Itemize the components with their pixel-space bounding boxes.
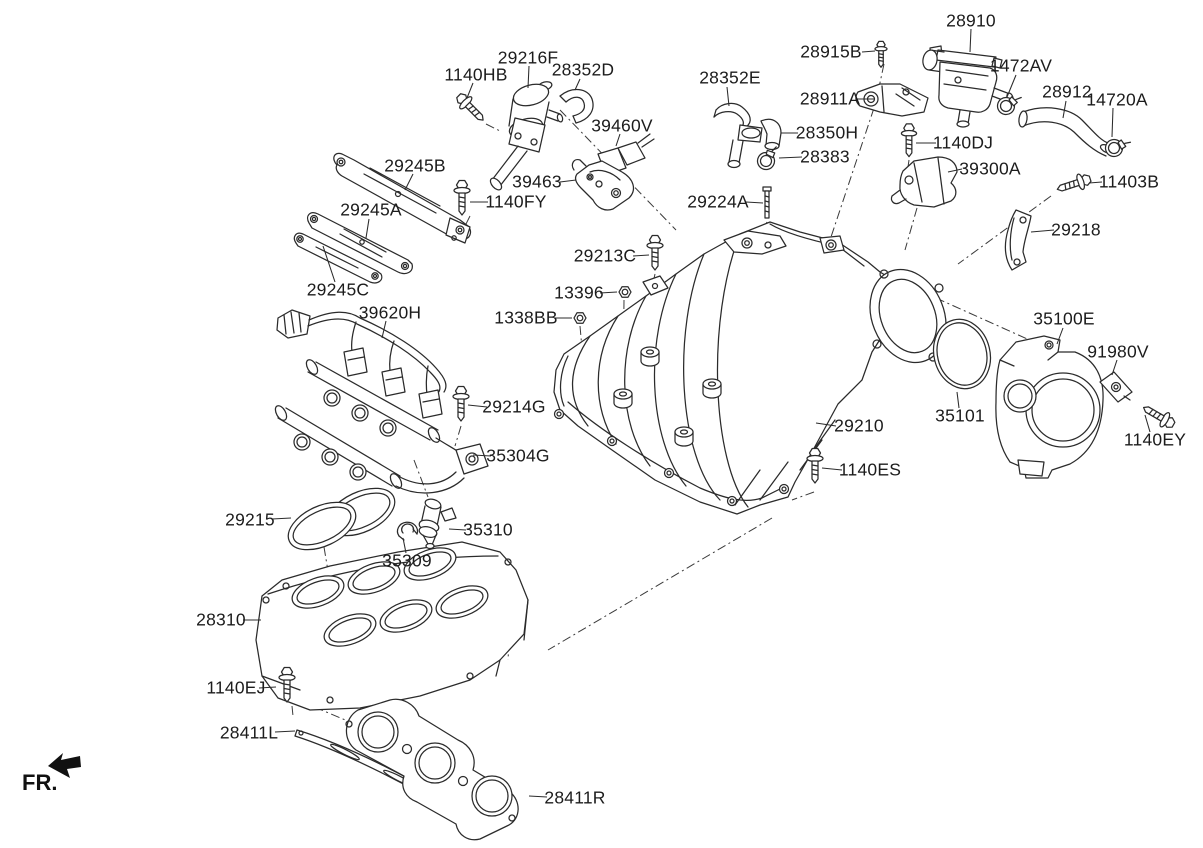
- part-label-28350H: 28350H: [795, 122, 859, 143]
- part-drawing-28911A-bracket: [856, 84, 928, 116]
- part-label-1140EJ: 1140EJ: [206, 677, 266, 698]
- part-label-29216F: 29216F: [497, 47, 559, 68]
- manifold-throttle-flange: [857, 258, 960, 374]
- part-drawing-28352D-hose: [560, 90, 593, 123]
- part-label-29245A: 29245A: [340, 199, 402, 220]
- part-drawing-35309-clip: [397, 522, 417, 540]
- part-drawing-28912-hose: [1018, 108, 1115, 156]
- part-drawing-1140FY-bolt: [453, 179, 471, 216]
- part-drawing-28910-purge-valve: [921, 46, 1014, 127]
- part-drawing-39463-bracket: [572, 160, 633, 210]
- part-drawing-28383-clamp: [754, 146, 782, 173]
- part-label-29245C: 29245C: [306, 279, 370, 300]
- part-drawing-1338BB-nut: [573, 312, 587, 324]
- part-label-28352E: 28352E: [699, 67, 761, 88]
- manifold-flange-bolt-holes: [555, 410, 789, 506]
- part-label-1140FY: 1140FY: [485, 191, 547, 212]
- part-label-13396: 13396: [554, 282, 604, 303]
- part-label-1140HB: 1140HB: [444, 64, 508, 85]
- part-drawing-35310-injector: [418, 498, 456, 549]
- part-label-28352D: 28352D: [551, 59, 615, 80]
- part-drawing-39300A-cover: [891, 157, 957, 207]
- front-direction-arrow-icon: [48, 753, 81, 778]
- part-drawing-35101-oring: [926, 313, 997, 394]
- part-drawing-1140HB-bolt: [452, 89, 490, 127]
- part-drawing-28352E-hose: [714, 103, 762, 167]
- part-label-35304G: 35304G: [486, 445, 550, 466]
- part-drawing-29245C-strap: [294, 233, 381, 283]
- part-label-39620H: 39620H: [358, 302, 422, 323]
- part-label-1140ES: 1140ES: [838, 459, 902, 480]
- part-drawing-fuel-rails: [273, 358, 488, 493]
- leader-lines: [243, 29, 1150, 797]
- part-label-29215: 29215: [225, 509, 275, 530]
- part-label-11403B: 11403B: [1098, 171, 1160, 192]
- part-drawing-28915B-bolt: [874, 40, 888, 68]
- part-label-28310: 28310: [196, 609, 246, 630]
- part-drawing-1140ES-bolt: [806, 447, 824, 484]
- part-drawing-29215-gaskets: [281, 479, 402, 560]
- part-drawing-29210-intake-manifold: [554, 222, 959, 514]
- part-label-28915B: 28915B: [800, 41, 862, 62]
- part-label-28411R: 28411R: [544, 787, 606, 808]
- part-label-1472AV: 1472AV: [989, 55, 1053, 76]
- part-drawing-29216F-valve: [488, 80, 563, 192]
- part-drawing-29213C-bolt: [646, 234, 664, 271]
- part-label-29213C: 29213C: [573, 245, 637, 266]
- part-drawing-35100E-throttle-body: [996, 336, 1103, 478]
- part-label-39460V: 39460V: [591, 115, 653, 136]
- part-label-39300A: 39300A: [959, 158, 1021, 179]
- part-drawing-29218-bracket: [1005, 210, 1031, 270]
- part-drawing-13396-nut: [618, 286, 632, 298]
- part-drawing-29245B-strap: [334, 153, 471, 243]
- part-label-1140DJ: 1140DJ: [932, 132, 994, 153]
- part-drawing-1140DJ-bolt: [900, 123, 918, 158]
- part-drawing-91980V-sensor: [1100, 372, 1132, 402]
- manifold-bosses: [614, 347, 721, 446]
- part-label-39463: 39463: [512, 171, 562, 192]
- front-marker-label: FR.: [22, 770, 58, 795]
- part-drawing-28411R-gasket: [346, 699, 518, 839]
- part-label-29210: 29210: [834, 415, 884, 436]
- part-drawing-28350H-elbow: [761, 119, 781, 149]
- part-drawing-29245A-strap: [308, 213, 413, 274]
- part-drawing-11403B-bolt: [1054, 170, 1094, 198]
- part-label-28411L: 28411L: [219, 722, 279, 743]
- part-label-28912: 28912: [1042, 81, 1092, 102]
- part-label-91980V: 91980V: [1087, 341, 1149, 362]
- part-label-29218: 29218: [1051, 219, 1101, 240]
- part-label-28910: 28910: [946, 10, 996, 31]
- part-drawing-14720A-clamp: [1102, 134, 1132, 162]
- part-label-14720A: 14720A: [1086, 89, 1148, 110]
- part-label-35309: 35309: [382, 550, 432, 571]
- part-drawing-29214G-bolt: [452, 385, 470, 422]
- part-drawing-39620H-harness: [277, 310, 446, 418]
- part-label-1338BB: 1338BB: [494, 307, 558, 328]
- part-label-1140EY: 1140EY: [1123, 429, 1187, 450]
- part-label-35310: 35310: [463, 519, 513, 540]
- lower-manifold-ports: [288, 542, 492, 653]
- part-label-28383: 28383: [800, 146, 850, 167]
- part-label-28911A: 28911A: [799, 88, 861, 109]
- part-label-29245B: 29245B: [384, 155, 446, 176]
- part-drawing-29224A-stud: [763, 187, 771, 218]
- part-label-29214G: 29214G: [482, 396, 546, 417]
- part-label-35100E: 35100E: [1033, 308, 1095, 329]
- part-label-29224A: 29224A: [687, 191, 749, 212]
- part-label-35101: 35101: [935, 405, 985, 426]
- part-drawing-28310-lower-manifold: [256, 542, 528, 710]
- part-drawing-35304G-crossover: [396, 438, 488, 493]
